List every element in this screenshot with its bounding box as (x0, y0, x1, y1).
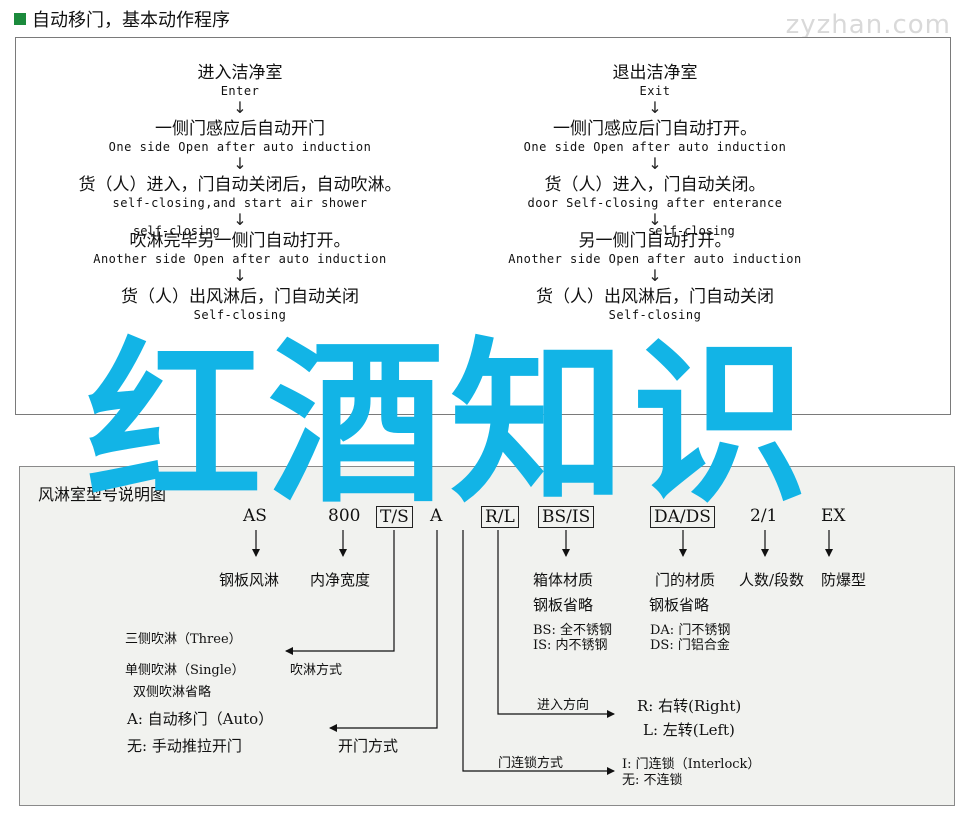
exit-step-4: 货（人）出风淋后，门自动关闭 (536, 287, 774, 307)
label-explosion: 防爆型 (821, 571, 867, 589)
exit-title-en: Exit (639, 84, 671, 98)
label-persons: 人数/段数 (739, 571, 805, 589)
exit-step-2-en: door Self-closing after enterance (527, 196, 783, 210)
exit-step-3-en: Another side Open after auto induction (508, 252, 802, 266)
label-three-side: 三侧吹淋（Three） (125, 632, 242, 647)
line-shower-mode (285, 530, 395, 655)
label-door-mode: 开门方式 (338, 737, 399, 755)
label-right: R: 右转(Right) (637, 697, 742, 715)
down-arrow-icon: ↓ (648, 154, 662, 173)
page-title-text: 自动移门，基本动作程序 (32, 10, 230, 31)
down-arrow-icon: ↓ (233, 266, 247, 285)
model-code-panel (19, 466, 955, 806)
enter-flow: 进入洁净室 Enter ↓ 一侧门感应后自动开门 One side Open a… (40, 62, 440, 322)
label-double-side: 双侧吹淋省略 (133, 685, 212, 700)
exit-overlap-label: self-closing (648, 224, 735, 238)
line-door-mode (329, 530, 438, 732)
exit-step-2: 货（人）进入，门自动关闭。 (544, 175, 766, 195)
enter-overlap-label: self-closing (133, 224, 220, 238)
label-direction: 进入方向 (537, 698, 590, 713)
enter-step-2: 货（人）进入，门自动关闭后，自动吹淋。 (78, 175, 402, 195)
page-title: 自动移门，基本动作程序 (14, 6, 230, 32)
label-is: IS: 内不锈钢 (533, 638, 608, 653)
label-single-side: 单侧吹淋（Single） (125, 663, 245, 678)
exit-step-1: 一侧门感应后门自动打开。 (553, 119, 757, 139)
label-box-default: 钢板省略 (533, 596, 594, 614)
code-persons: 2/1 (750, 506, 778, 526)
enter-title-en: Enter (220, 84, 260, 98)
overlay-headline: 红酒知识 (86, 322, 815, 527)
code-bs: BS/IS (538, 506, 595, 528)
label-interlock: I: 门连锁（Interlock） (622, 757, 761, 772)
green-square-icon (14, 13, 26, 25)
enter-step-1-en: One side Open after auto induction (108, 140, 372, 154)
label-no-lock: 无: 不连锁 (622, 773, 683, 788)
label-da: DA: 门不锈钢 (650, 623, 731, 638)
down-arrow-icon: ↓ (233, 98, 247, 117)
down-arrow-icon: ↓ (233, 154, 247, 173)
label-door-material: 门的材质 (655, 571, 716, 589)
code-800: 800 (328, 506, 361, 526)
down-arrow-icon: ↓ (648, 266, 662, 285)
enter-step-2-en: self-closing,and start air shower (112, 196, 368, 210)
label-as: 钢板风淋 (219, 571, 280, 589)
sequence-panel (15, 37, 951, 415)
label-shower-mode: 吹淋方式 (290, 663, 343, 678)
label-manual-door: 无: 手动推拉开门 (127, 737, 242, 755)
line-lock-mode (462, 530, 615, 775)
watermark: zyzhan.com (785, 10, 951, 40)
code-a: A (430, 506, 443, 526)
code-da: DA/DS (650, 506, 715, 528)
exit-step-1-en: One side Open after auto induction (523, 140, 787, 154)
label-left: L: 左转(Left) (643, 721, 735, 739)
enter-step-4-en: Self-closing (193, 308, 287, 322)
enter-step-1: 一侧门感应后自动开门 (155, 119, 325, 139)
enter-step-3-en: Another side Open after auto induction (93, 252, 387, 266)
enter-step-3: 吹淋完毕另一侧门自动打开。 (129, 231, 351, 251)
label-door-default: 钢板省略 (649, 596, 710, 614)
exit-step-3: 另一侧门自动打开。 (578, 231, 732, 251)
down-arrow-icon: ↓ (648, 98, 662, 117)
label-ds: DS: 门铝合金 (650, 638, 730, 653)
enter-step-4: 货（人）出风淋后，门自动关闭 (121, 287, 359, 307)
label-box-material: 箱体材质 (533, 571, 594, 589)
exit-title: 退出洁净室 (612, 63, 698, 83)
exit-flow: 退出洁净室 Exit ↓ 一侧门感应后门自动打开。 One side Open … (455, 62, 855, 322)
exit-step-4-en: Self-closing (608, 308, 702, 322)
code-as: AS (243, 506, 267, 526)
line-direction (497, 530, 615, 718)
label-bs: BS: 全不锈钢 (533, 623, 612, 638)
code-ts: T/S (376, 506, 413, 528)
label-width: 内净宽度 (310, 571, 371, 589)
down-arrow-icon: ↓ (233, 210, 247, 229)
code-rl: R/L (481, 506, 519, 528)
down-arrow-icon: ↓ (648, 210, 662, 229)
model-diagram-title: 风淋室型号说明图 (38, 485, 167, 504)
label-lock-mode: 门连锁方式 (498, 756, 564, 771)
label-auto-door: A: 自动移门（Auto） (127, 710, 274, 728)
code-ex: EX (821, 506, 846, 526)
enter-title: 进入洁净室 (197, 63, 283, 83)
